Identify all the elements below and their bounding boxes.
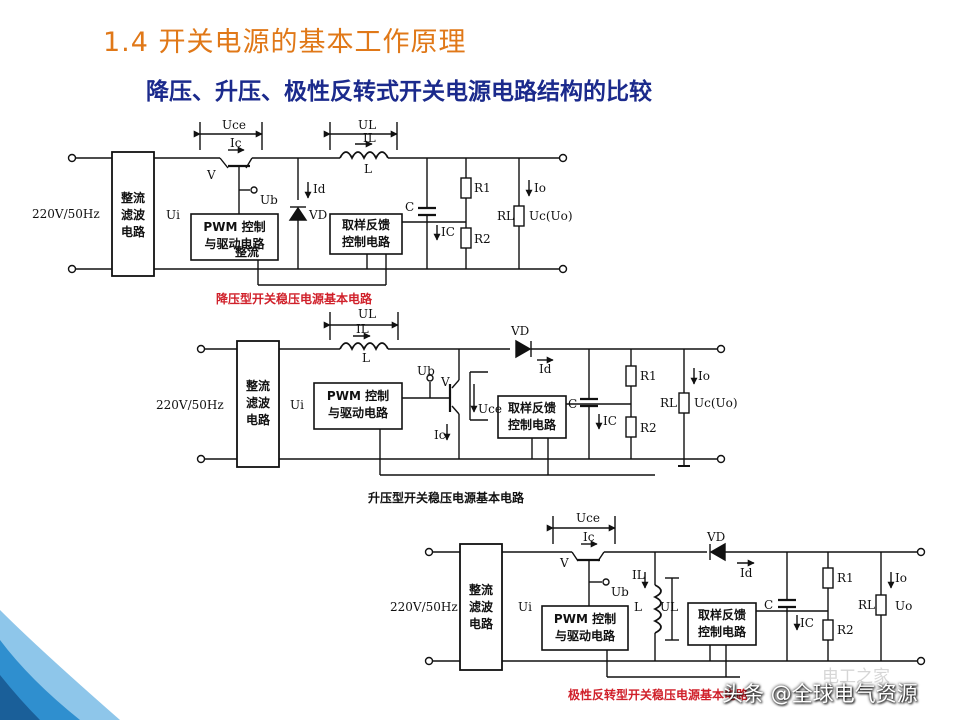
inv-ul: UL [660, 600, 679, 614]
boost-input-label: 220V/50Hz [156, 398, 224, 412]
buck-ul: UL [358, 118, 377, 132]
inv-rectifier-label: 整流 滤波 电路 [462, 582, 500, 633]
boost-id: Id [539, 362, 552, 376]
buck-l: L [364, 162, 372, 176]
buck-rectifier-line1: 整流 [120, 191, 145, 205]
inv-r1: R1 [837, 571, 854, 585]
buck-id: Id [313, 182, 326, 196]
boost-vd: VD [511, 324, 530, 338]
buck-sample-box: 取样反馈 控制电路 [330, 217, 402, 251]
buck-vd: VD [309, 208, 328, 222]
buck-caption: 降压型开关稳压电源基本电路 [216, 292, 373, 306]
inv-uo: Uo [895, 599, 913, 613]
boost-pwm-line1: PWM 控制 [326, 389, 390, 403]
inv-id: Id [740, 566, 753, 580]
boost-pwm-line2: 与驱动电路 [327, 406, 388, 420]
buck-circuit [67, 122, 568, 286]
inv-rectifier-line1: 整流 [468, 583, 493, 597]
inv-sample-box: 取样反馈 控制电路 [688, 607, 756, 641]
inv-io: Io [895, 571, 907, 585]
inv-ub: Ub [611, 585, 629, 599]
buck-labels: 整流 [234, 244, 259, 259]
boost-r1: R1 [640, 369, 657, 383]
boost-r2: R2 [640, 421, 657, 435]
corner-decoration [0, 610, 120, 720]
inv-c: C [764, 598, 774, 612]
inv-sample-line1: 取样反馈 [697, 608, 746, 622]
buck-icap: IC [441, 225, 455, 239]
boost-rectifier-label: 整流 滤波 电路 [239, 378, 277, 429]
inv-pwm-line1: PWM 控制 [553, 612, 617, 626]
buck-r1: R1 [474, 181, 491, 195]
inv-sample-line2: 控制电路 [697, 625, 746, 639]
buck-uo: Uc(Uo) [529, 209, 573, 223]
buck-c: C [405, 200, 415, 214]
faint-watermark: 电工之家 [822, 667, 890, 687]
boost-rectifier-line2: 滤波 [245, 396, 270, 410]
buck-rl: RL [497, 209, 515, 223]
inv-rectifier-line2: 滤波 [468, 600, 493, 614]
boost-icap: IC [603, 414, 617, 428]
boost-uce: Uce [478, 402, 502, 416]
boost-l: L [362, 351, 370, 365]
buck-sample-line2: 控制电路 [341, 235, 390, 249]
buck-rect-1: 整流 [234, 244, 259, 259]
buck-ub: Ub [260, 193, 278, 207]
boost-ub: Ub [417, 364, 435, 378]
inv-rl: RL [858, 598, 876, 612]
buck-r2: R2 [474, 232, 491, 246]
boost-sample-line2: 控制电路 [507, 418, 556, 432]
buck-rectifier-label: 整流 滤波 电路 [114, 190, 152, 241]
boost-rl: RL [660, 396, 678, 410]
boost-io: Io [698, 369, 710, 383]
inv-v: V [560, 556, 569, 570]
buck-pwm-line1: PWM 控制 [203, 220, 266, 234]
boost-sample-line1: 取样反馈 [507, 401, 556, 415]
inv-vd: VD [707, 530, 726, 544]
inv-pwm-line2: 与驱动电路 [554, 629, 615, 643]
slide-title: 1.4 开关电源的基本工作原理 [103, 27, 467, 58]
boost-rectifier-line3: 电路 [245, 413, 270, 427]
inv-il: IL [632, 568, 645, 582]
buck-io: Io [534, 181, 546, 195]
boost-uo: Uc(Uo) [694, 396, 738, 410]
inv-r2: R2 [837, 623, 854, 637]
inv-l: L [634, 600, 642, 614]
inv-icap: IC [800, 616, 814, 630]
inv-ui: Ui [518, 600, 532, 614]
boost-ic: Ic [434, 428, 446, 442]
boost-il: IL [356, 322, 369, 336]
buck-input-label: 220V/50Hz [32, 207, 100, 221]
watermark: 头条 @全球电气资源 [722, 682, 918, 706]
boost-ui: Ui [290, 398, 304, 412]
inv-rectifier-line3: 电路 [468, 617, 493, 631]
boost-c: C [568, 397, 578, 411]
buck-il: IL [363, 131, 376, 145]
boost-pwm-box: PWM 控制 与驱动电路 [314, 388, 402, 422]
inv-ic: Ic [583, 530, 595, 544]
boost-caption: 升压型开关稳压电源基本电路 [368, 491, 525, 505]
boost-sample-box: 取样反馈 控制电路 [498, 400, 566, 434]
inv-input-label: 220V/50Hz [390, 600, 458, 614]
inv-uce: Uce [576, 511, 600, 525]
boost-rectifier-line1: 整流 [245, 379, 270, 393]
buck-v: V [207, 168, 216, 182]
inverting-circuit [424, 516, 926, 678]
boost-v: V [441, 375, 450, 389]
buck-rectifier-line2: 滤波 [120, 208, 145, 222]
buck-sample-line1: 取样反馈 [341, 218, 390, 232]
inv-pwm-box: PWM 控制 与驱动电路 [542, 611, 628, 645]
buck-ui: Ui [166, 208, 180, 222]
buck-uce: Uce [222, 118, 246, 132]
buck-pwm-box: PWM 控制 与驱动电路 [191, 219, 278, 253]
inv-caption: 极性反转型开关稳压电源基本电路 [568, 688, 749, 702]
buck-rectifier-line3: 电路 [120, 225, 145, 239]
slide-subtitle: 降压、升压、极性反转式开关电源电路结构的比较 [146, 79, 652, 105]
buck-ic: Ic [230, 136, 242, 150]
boost-ul: UL [358, 307, 377, 321]
boost-circuit [196, 312, 726, 476]
buck-pwm-line2: 与驱动电路 [204, 237, 265, 251]
